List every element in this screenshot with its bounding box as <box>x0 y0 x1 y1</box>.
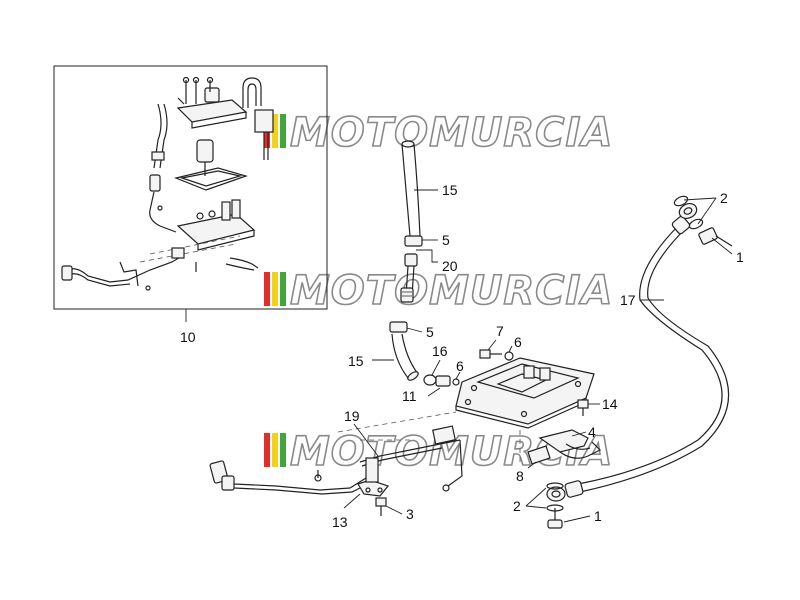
callout-17: 17 <box>620 292 636 308</box>
fuel-pump-flange-plate <box>455 357 595 429</box>
leader-6-left <box>455 371 461 380</box>
callout-1-bottom: 1 <box>594 508 602 524</box>
sealing-washer-icon <box>546 482 564 490</box>
callout-15-upper: 15 <box>442 182 458 198</box>
fuel-hose-icon <box>401 143 411 237</box>
pump-cap-icon <box>176 99 248 123</box>
leader-20 <box>416 249 438 263</box>
leader-6-top <box>508 345 513 353</box>
connector-pipe <box>400 253 418 303</box>
leader-2-bottom <box>525 487 547 509</box>
sealing-washer-icon <box>688 218 704 230</box>
watermark-3: MOTOMURCIA <box>264 428 613 476</box>
callout-7: 7 <box>496 323 504 339</box>
gasket-icon <box>174 167 248 191</box>
watermark-stripe-yellow <box>272 433 278 467</box>
leader-19 <box>353 423 379 457</box>
banjo-fitting-top <box>678 203 698 219</box>
callout-14: 14 <box>602 396 618 412</box>
watermark-stripe-yellow <box>272 114 278 148</box>
bracket <box>538 429 602 459</box>
leader-1-top <box>711 237 733 255</box>
return-tube-icon <box>242 77 262 108</box>
callout-6-top: 6 <box>514 334 522 350</box>
hose-clamp-lower-icon <box>389 321 408 333</box>
watermark-stripe-green <box>280 114 286 148</box>
leader-1-bottom <box>563 515 591 523</box>
banjo-fitting-bottom <box>546 486 566 502</box>
leader-2-top <box>683 197 717 225</box>
o-ring-icon <box>423 374 437 386</box>
callout-16: 16 <box>432 343 448 359</box>
inset-fuel-pump-assembly <box>53 65 328 310</box>
sealing-washer-icon <box>673 195 689 207</box>
callout-5-upper: 5 <box>442 232 450 248</box>
callout-3: 3 <box>406 506 414 522</box>
callout-6-left: 6 <box>456 358 464 374</box>
callout-1-top: 1 <box>736 249 744 265</box>
callout-10: 10 <box>180 329 196 345</box>
banjo-bolt-icon <box>698 227 718 245</box>
callout-11: 11 <box>402 388 417 404</box>
watermark-stripe-yellow <box>272 272 278 306</box>
watermark-stripe-green <box>280 433 286 467</box>
watermark-2: MOTOMURCIA <box>264 267 613 315</box>
watermark-stripe-red <box>264 433 270 467</box>
watermark-text: MOTOMURCIA <box>290 429 613 475</box>
banjo-bolt-bottom <box>547 508 563 529</box>
callout-15-lower: 15 <box>348 353 364 369</box>
callout-2-top: 2 <box>720 190 728 206</box>
screw-bottom <box>375 497 387 516</box>
leader-11 <box>427 387 441 397</box>
plate <box>527 445 551 465</box>
callout-13: 13 <box>332 514 348 530</box>
fuel-level-sensor <box>357 457 390 497</box>
leader-8 <box>527 461 537 469</box>
screw-side <box>577 399 589 416</box>
watermark-stripe-red <box>264 272 270 306</box>
screw-top <box>479 349 502 359</box>
leader-3 <box>385 505 403 515</box>
wiring-harness-icon <box>233 477 367 491</box>
watermark-text: MOTOMURCIA <box>290 268 613 314</box>
watermark-text: MOTOMURCIA <box>290 110 613 156</box>
washer-top-icon <box>504 351 514 361</box>
banjo-bolt-top <box>698 227 733 247</box>
long-fuel-hose <box>564 215 730 498</box>
leader-5-lower <box>406 327 423 333</box>
leader-4 <box>571 431 587 437</box>
union-fitting <box>435 375 460 387</box>
inset-frame <box>53 65 328 310</box>
lower-fuel-hose <box>391 333 419 381</box>
pump-flange-icon <box>176 213 256 245</box>
watermark-stripe-green <box>280 272 286 306</box>
callout-8: 8 <box>516 468 524 484</box>
inset-hose-icon <box>153 103 162 169</box>
callout-2-bottom: 2 <box>513 498 521 514</box>
leader-7 <box>487 339 497 351</box>
callout-5-lower: 5 <box>426 324 434 340</box>
callout-4: 4 <box>588 424 596 440</box>
leader-13 <box>343 493 361 509</box>
callout-20: 20 <box>442 258 458 274</box>
hose-clamp-icon <box>404 235 423 247</box>
leader-16 <box>431 359 441 376</box>
watermark-1: MOTOMURCIA <box>264 109 613 157</box>
inset-wiring-icon <box>65 255 183 283</box>
pump-body-icon <box>196 139 214 163</box>
callout-19: 19 <box>344 408 360 424</box>
